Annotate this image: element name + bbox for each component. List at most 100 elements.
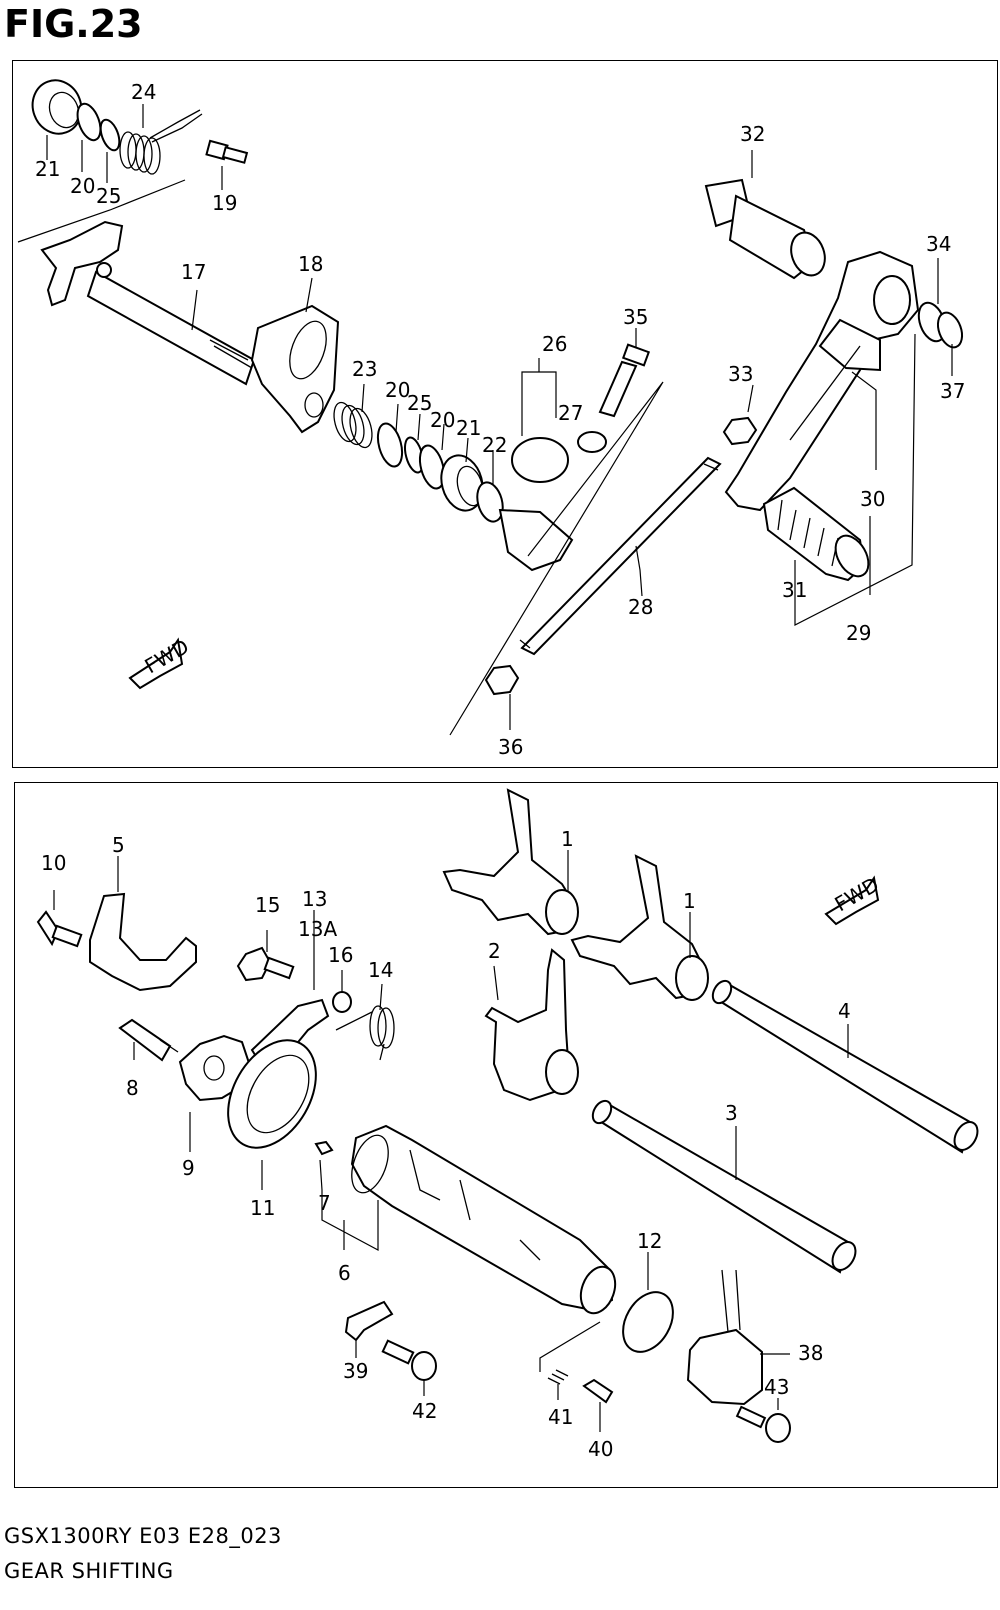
upper-assembly-panel bbox=[12, 60, 998, 768]
part-16-washer bbox=[332, 991, 352, 1013]
part-43-bolt bbox=[735, 1405, 791, 1443]
callout-label: 37 bbox=[940, 379, 965, 403]
lower-parts-group: FWD bbox=[36, 788, 979, 1443]
lower-assembly-panel bbox=[14, 782, 998, 1488]
callout-label: 41 bbox=[548, 1405, 573, 1429]
part-40-pin bbox=[582, 1378, 614, 1404]
callout-label: 14 bbox=[368, 958, 393, 982]
part-8-pin bbox=[118, 1018, 179, 1062]
figure-title: FIG.23 bbox=[4, 2, 143, 46]
callout-label: 24 bbox=[131, 80, 156, 104]
part-32-pivot-bolt bbox=[704, 178, 826, 280]
callout-label: 38 bbox=[798, 1341, 823, 1365]
callout-label: 43 bbox=[764, 1375, 789, 1399]
part-41-spring bbox=[547, 1369, 569, 1385]
part-31-rubber-grip bbox=[762, 486, 870, 582]
callout-label: 31 bbox=[782, 578, 807, 602]
callout-label: 39 bbox=[343, 1359, 368, 1383]
callout-label: 28 bbox=[628, 595, 653, 619]
callout-label: 35 bbox=[623, 305, 648, 329]
model-code-label: GSX1300RY E03 E28_023 bbox=[4, 1524, 282, 1548]
part-10-screw bbox=[36, 910, 83, 948]
callout-label: 42 bbox=[412, 1399, 437, 1423]
callout-label: 11 bbox=[250, 1196, 275, 1220]
callout-label: 32 bbox=[740, 122, 765, 146]
callout-label: 25 bbox=[407, 391, 432, 415]
callout-label: 9 bbox=[182, 1156, 195, 1180]
callout-label: 19 bbox=[212, 191, 237, 215]
part-28-rod bbox=[519, 456, 722, 656]
callout-label: 13A bbox=[298, 917, 337, 941]
part-33-nut bbox=[722, 416, 758, 446]
callout-label: 22 bbox=[482, 433, 507, 457]
section-name-label: GEAR SHIFTING bbox=[4, 1559, 174, 1583]
part-22-washer bbox=[476, 481, 504, 523]
callout-label: 36 bbox=[498, 735, 523, 759]
part-20-ring bbox=[76, 102, 102, 142]
part-26-joint bbox=[498, 431, 607, 572]
part-38-gear-position-sensor bbox=[686, 1269, 763, 1406]
upper-parts-group: FWD bbox=[17, 79, 964, 736]
part-3-fork-shaft bbox=[591, 1099, 857, 1274]
part-37-washer bbox=[936, 311, 964, 349]
part-25-clip bbox=[99, 118, 121, 152]
callout-label: 10 bbox=[41, 851, 66, 875]
callout-label: 27 bbox=[558, 401, 583, 425]
part-23-spring bbox=[333, 401, 373, 449]
callout-label: 7 bbox=[318, 1191, 331, 1215]
callout-label: 33 bbox=[728, 362, 753, 386]
callout-label: 21 bbox=[35, 157, 60, 181]
callout-label: 30 bbox=[860, 487, 885, 511]
part-5-stopper-plate bbox=[89, 892, 197, 992]
callout-labels-top: 24 21 20 25 19 32 34 17 18 35 37 26 33 2… bbox=[35, 80, 965, 759]
part-35-bolt bbox=[598, 343, 651, 418]
callout-label: 3 bbox=[725, 1101, 738, 1125]
part-21-bearing bbox=[31, 79, 83, 135]
callout-label: 1 bbox=[683, 889, 696, 913]
callout-label: 23 bbox=[352, 357, 377, 381]
part-21-bearing-b bbox=[440, 454, 484, 512]
callout-label: 20 bbox=[70, 174, 95, 198]
fwd-arrow-lower: FWD bbox=[824, 872, 883, 926]
part-29-shift-pedal bbox=[724, 250, 920, 512]
part-11-bearing bbox=[227, 1039, 317, 1149]
part-7-pin bbox=[314, 1140, 334, 1156]
callout-label: 34 bbox=[926, 232, 951, 256]
callout-label: 12 bbox=[637, 1229, 662, 1253]
part-12-bearing bbox=[622, 1291, 674, 1353]
part-1-shift-fork-a bbox=[442, 788, 579, 936]
callout-label: 18 bbox=[298, 252, 323, 276]
callout-label: 2 bbox=[488, 939, 501, 963]
part-15-bolt bbox=[236, 946, 295, 982]
callout-labels-bottom: 1 10 5 13 15 13A 1 16 14 2 4 8 9 3 11 7 … bbox=[41, 827, 851, 1461]
callout-label: 20 bbox=[385, 378, 410, 402]
callout-label: 29 bbox=[846, 621, 871, 645]
part-19-bolt bbox=[205, 139, 249, 164]
part-14-spring bbox=[335, 1005, 395, 1061]
part-6-gearshift-cam bbox=[350, 1124, 617, 1315]
fwd-arrow-upper: FWD bbox=[128, 634, 193, 690]
callout-label: 26 bbox=[542, 332, 567, 356]
callout-label: 20 bbox=[430, 408, 455, 432]
part-4-fork-shaft bbox=[711, 979, 979, 1154]
callout-label: 25 bbox=[96, 184, 121, 208]
part-17-shift-shaft bbox=[40, 220, 256, 386]
callout-label: 16 bbox=[328, 943, 353, 967]
callout-label: 6 bbox=[338, 1261, 351, 1285]
part-36-nut bbox=[484, 664, 520, 696]
callout-label: 5 bbox=[112, 833, 125, 857]
part-39-clip bbox=[344, 1300, 394, 1342]
callout-label: 17 bbox=[181, 260, 206, 284]
callout-label: 8 bbox=[126, 1076, 139, 1100]
part-18-plate bbox=[250, 304, 340, 434]
callout-label: 13 bbox=[302, 887, 327, 911]
callout-label: 21 bbox=[456, 416, 481, 440]
part-24-spring bbox=[119, 109, 203, 175]
part-1-shift-fork-b bbox=[570, 854, 709, 1001]
part-2-shift-fork bbox=[484, 948, 579, 1102]
callout-label: 15 bbox=[255, 893, 280, 917]
callout-label: 4 bbox=[838, 999, 851, 1023]
callout-label: 1 bbox=[561, 827, 574, 851]
